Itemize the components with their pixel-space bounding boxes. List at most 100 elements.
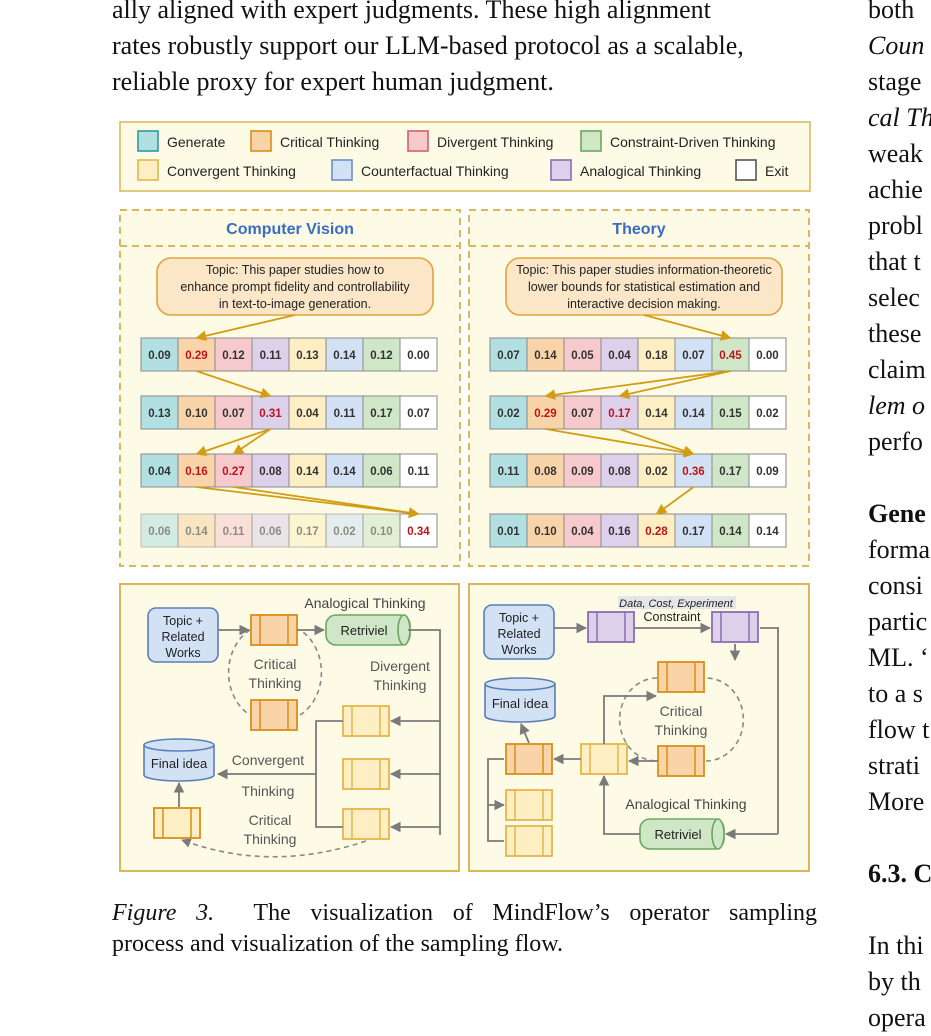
- column-line: lem o: [868, 391, 926, 420]
- column-line: by th: [868, 967, 921, 996]
- prob-value: 0.15: [719, 408, 742, 420]
- operator-node: [587, 611, 635, 643]
- prob-value: 0.17: [370, 408, 392, 420]
- prob-value: 0.14: [185, 526, 208, 538]
- prob-value: 0.09: [756, 466, 778, 478]
- prob-cell: 0.12: [214, 337, 253, 372]
- column-line: both: [868, 0, 915, 24]
- prob-value: 0.00: [756, 350, 778, 362]
- column-line: stage: [868, 67, 922, 96]
- database-label: Final idea: [492, 696, 549, 711]
- prob-value: 0.10: [370, 526, 392, 538]
- panel-title: Theory: [612, 221, 665, 238]
- constraint-note-bg: [618, 596, 736, 609]
- prob-value: 0.13: [296, 350, 318, 362]
- prob-cell: 0.08: [600, 453, 639, 488]
- prob-cell: 0.29: [526, 395, 565, 430]
- prob-value: 0.14: [645, 408, 668, 420]
- legend-swatch: [580, 130, 602, 152]
- prob-cell-box: [140, 513, 179, 548]
- prob-value: 0.45: [719, 350, 742, 362]
- flow-line: [487, 758, 504, 842]
- prob-cell: 0.14: [748, 513, 787, 548]
- prob-cell: 0.27: [214, 453, 253, 488]
- database-label: Final idea: [151, 756, 208, 771]
- prob-cell-box: [526, 513, 565, 548]
- prob-cell-box: [177, 453, 216, 488]
- topic-node-text: Topic +: [499, 611, 539, 625]
- prob-value: 0.07: [571, 408, 593, 420]
- prob-cell: 0.09: [140, 337, 179, 372]
- prob-cell: 0.36: [674, 453, 713, 488]
- prob-value: 0.17: [608, 408, 630, 420]
- prob-cell: 0.10: [362, 513, 401, 548]
- prob-value: 0.11: [223, 526, 245, 538]
- prob-value: 0.13: [148, 408, 170, 420]
- prob-value: 0.11: [498, 466, 520, 478]
- prob-cell: 0.18: [637, 337, 676, 372]
- operator-node: [711, 611, 759, 643]
- paragraph-line: rates robustly support our LLM-based pro…: [112, 31, 744, 60]
- prob-cell-box: [288, 337, 327, 372]
- topic-text: lower bounds for statistical estimation …: [528, 280, 760, 294]
- prob-cell: 0.14: [526, 337, 565, 372]
- column-line: that t: [868, 247, 921, 276]
- prob-value: 0.02: [645, 466, 667, 478]
- column-line: weak: [868, 139, 923, 168]
- prob-cell-box: [711, 337, 750, 372]
- prob-cell-box: [563, 513, 602, 548]
- legend-label: Exit: [765, 163, 788, 179]
- topic-text: Topic: This paper studies how to: [206, 263, 384, 277]
- topic-node: [483, 604, 555, 660]
- prob-cell: 0.04: [140, 453, 179, 488]
- legend-label: Critical Thinking: [280, 134, 379, 150]
- dashed-loop: [227, 629, 251, 716]
- flow-label: Critical: [254, 656, 297, 672]
- prob-value: 0.14: [333, 350, 356, 362]
- prob-value: 0.11: [260, 350, 282, 362]
- prob-value: 0.06: [370, 466, 392, 478]
- column-line: More: [868, 787, 925, 816]
- caption-line-2: process and visualization of the samplin…: [112, 931, 564, 957]
- body-paragraph-left: ally aligned with expert judgments. Thes…: [112, 0, 824, 100]
- flow-label: Thinking: [249, 675, 302, 691]
- prob-cell-box: [563, 395, 602, 430]
- prob-value: 0.36: [682, 466, 704, 478]
- legend-swatch: [407, 130, 429, 152]
- flow-label: Thinking: [374, 677, 427, 693]
- caption-text-1: The visualization of MindFlow’s operator…: [253, 900, 817, 926]
- legend-label: Convergent Thinking: [167, 163, 296, 179]
- prob-value: 0.10: [185, 408, 207, 420]
- prob-cell-box: [489, 337, 528, 372]
- prob-value: 0.00: [407, 350, 429, 362]
- prob-value: 0.04: [148, 466, 171, 478]
- column-line: perfo: [868, 427, 923, 456]
- topic-text: enhance prompt fidelity and controllabil…: [180, 280, 410, 294]
- prob-cell: 0.00: [399, 337, 438, 372]
- operator-node: [250, 699, 298, 731]
- prob-cell-box: [674, 337, 713, 372]
- prob-cell-box: [637, 395, 676, 430]
- flow-label: Analogical Thinking: [625, 796, 746, 812]
- legend-frame: [119, 121, 811, 192]
- flow-label: Thinking: [244, 831, 297, 847]
- topic-node-text: Related: [497, 627, 540, 641]
- cylinder-label: Retriviel: [341, 623, 388, 638]
- prob-value: 0.07: [682, 350, 704, 362]
- prob-cell-box: [399, 453, 438, 488]
- prob-value: 0.01: [497, 526, 520, 538]
- sampling-arrow: [643, 314, 732, 341]
- topic-node-text: Related: [161, 630, 204, 644]
- prob-value: 0.11: [408, 466, 430, 478]
- prob-value: 0.18: [645, 350, 668, 362]
- flow-label: Thinking: [655, 722, 708, 738]
- operator-node: [342, 758, 390, 790]
- prob-cell: 0.05: [563, 337, 602, 372]
- prob-value: 0.14: [682, 408, 705, 420]
- prob-cell: 0.08: [251, 453, 290, 488]
- prob-value: 0.04: [571, 526, 594, 538]
- topic-node-text: Works: [165, 646, 200, 660]
- column-line: cal Th: [868, 103, 931, 132]
- prob-cell-box: [711, 513, 750, 548]
